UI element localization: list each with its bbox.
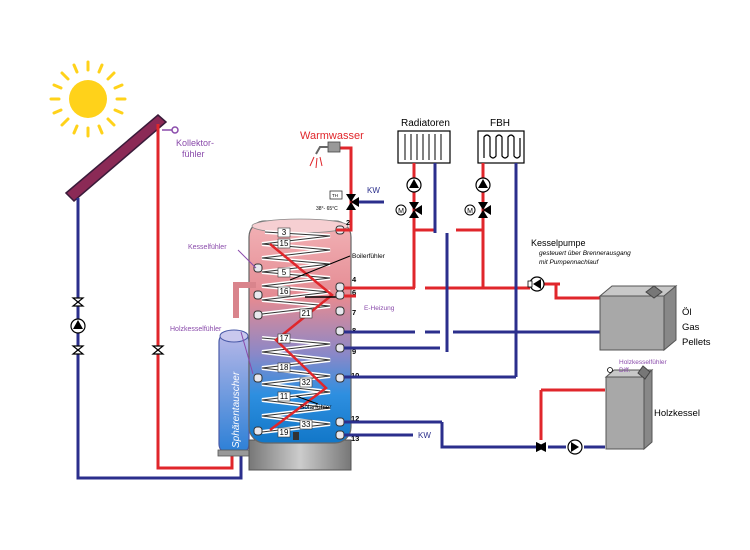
holzkesselfuehler-label: Holzkesselfühler bbox=[170, 326, 222, 333]
coil-num-3: 3 bbox=[282, 228, 287, 237]
holzkessel-boiler bbox=[604, 365, 654, 451]
e-heizung-label: E-Heizung bbox=[364, 305, 395, 312]
dhw-coil-outline bbox=[261, 231, 331, 315]
solar-sensor-line bbox=[295, 395, 319, 405]
solarfuehler-label: Solarfühler bbox=[300, 404, 332, 411]
radiator-icon bbox=[397, 130, 451, 164]
coil-num-5: 5 bbox=[282, 268, 287, 277]
port-2: 2 bbox=[346, 218, 350, 227]
port-9: 9 bbox=[352, 347, 356, 356]
shower-tap-icon bbox=[309, 141, 341, 169]
solar-pump-group bbox=[70, 297, 86, 355]
boilerfuehler-label: Boilerfühler bbox=[352, 253, 386, 260]
tank-mark bbox=[293, 432, 299, 440]
port-7: 7 bbox=[352, 308, 356, 317]
coil-num-16: 16 bbox=[280, 287, 289, 296]
coil-number-labels: 3 15 5 16 21 17 18 32 11 33 19 bbox=[277, 227, 313, 438]
sun-icon bbox=[49, 60, 127, 138]
mixing-valve-icon bbox=[346, 194, 359, 210]
boiler-sensor-line bbox=[289, 255, 351, 281]
coil-num-11: 11 bbox=[280, 392, 289, 401]
collector-sensor-icon bbox=[162, 126, 179, 134]
kesselpumpe-note-1: gesteuert über Brennerausgang bbox=[539, 250, 631, 257]
sphaerentauscher-label: Sphärentauscher bbox=[231, 371, 242, 448]
port-4: 4 bbox=[352, 275, 357, 284]
pellets-label: Pellets bbox=[682, 337, 711, 348]
radiator-mixing-valve-icon: M bbox=[395, 202, 422, 218]
motor-label-2: M bbox=[467, 208, 473, 215]
thermostat-box bbox=[329, 190, 343, 200]
heating-flow-pipes bbox=[344, 163, 605, 440]
solar-return-pipe bbox=[76, 198, 243, 480]
coil-num-17: 17 bbox=[280, 334, 289, 343]
radiatoren-label: Radiatoren bbox=[401, 118, 450, 129]
fbh-label: FBH bbox=[490, 118, 510, 129]
port-12: 12 bbox=[351, 414, 359, 423]
thermostat-label: TH bbox=[332, 193, 338, 198]
kw-top-label: KW bbox=[367, 186, 380, 195]
internal-flow-line bbox=[269, 243, 334, 431]
fbh-pump-icon bbox=[475, 177, 491, 193]
temp-range-label: 38°- 65°C bbox=[316, 206, 338, 212]
coil-num-33: 33 bbox=[302, 420, 311, 429]
check-valve-icon bbox=[151, 345, 165, 355]
gas-label: Gas bbox=[682, 322, 700, 333]
motor-label-1: M bbox=[398, 208, 404, 215]
port-6: 6 bbox=[352, 288, 356, 297]
coil-num-19: 19 bbox=[280, 428, 289, 437]
kollektorfuehler-label-1: Kollektor- bbox=[176, 138, 214, 148]
text-labels: Warmwasser Kollektor- fühler Radiatoren … bbox=[170, 118, 711, 448]
fbh-icon bbox=[477, 130, 525, 164]
coil-num-21: 21 bbox=[302, 309, 311, 318]
hk-fuehler-diff-label-1: Holzkesselfühler bbox=[619, 359, 668, 366]
hk-fuehler-diff-label-2: Diff. bbox=[619, 367, 631, 374]
port-13: 13 bbox=[351, 434, 359, 443]
kesselpumpe-icon bbox=[527, 276, 545, 292]
kesselfuehler-label: Kesselfühler bbox=[188, 244, 227, 251]
oel-label: Öl bbox=[682, 307, 692, 318]
heating-return-pipes bbox=[344, 163, 605, 449]
holzkessel-pump-icon bbox=[567, 439, 583, 455]
holzkessel-label: Holzkessel bbox=[654, 408, 700, 419]
kw-bottom-label: KW bbox=[418, 431, 431, 440]
fbh-mixing-valve-icon: M bbox=[464, 202, 491, 218]
coil-num-18: 18 bbox=[280, 363, 289, 372]
warmwasser-pipe bbox=[336, 146, 353, 232]
oel-gas-boiler bbox=[598, 284, 678, 352]
solar-collector bbox=[64, 114, 168, 203]
sensor-lines bbox=[237, 249, 257, 375]
kesselpumpe-label: Kesselpumpe bbox=[531, 238, 586, 248]
kessel-sensor-tube bbox=[233, 282, 256, 318]
radiator-pump-icon bbox=[406, 177, 422, 193]
solar-coil-outline bbox=[261, 337, 331, 433]
solar-flow-pipe bbox=[156, 124, 234, 470]
coil-num-15: 15 bbox=[280, 239, 289, 248]
holzkessel-valve-icon bbox=[536, 442, 546, 452]
tank-fittings bbox=[253, 225, 345, 440]
coil-num-32: 32 bbox=[302, 378, 311, 387]
warmwasser-label: Warmwasser bbox=[300, 130, 364, 142]
kollektorfuehler-label-2: fühler bbox=[182, 149, 205, 159]
kesselpumpe-note-2: mit Pumpennachlauf bbox=[539, 259, 599, 266]
